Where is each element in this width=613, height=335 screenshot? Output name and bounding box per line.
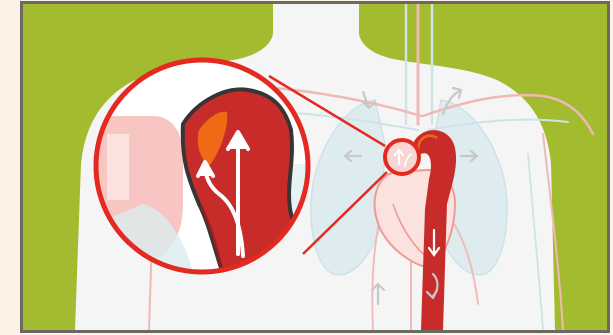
illustration-frame xyxy=(20,1,610,333)
zoom-circle-icon xyxy=(385,140,419,174)
